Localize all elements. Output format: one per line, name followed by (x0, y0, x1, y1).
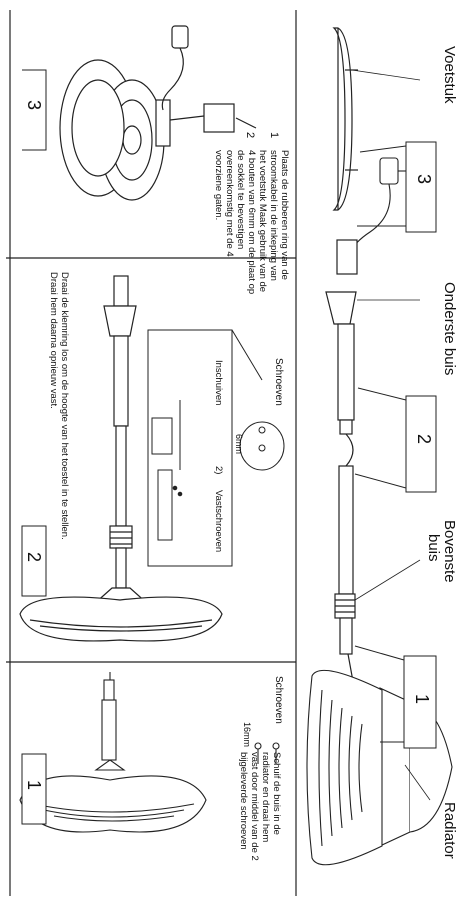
panel-borders (6, 10, 297, 896)
upper-tube-drawing (334, 433, 367, 741)
step-number-1-right: 1 (412, 694, 432, 705)
label-onderste-buis: Onderste buis (441, 282, 458, 376)
screws-label-bottom: Schroeven (273, 676, 284, 724)
screws-16mm-drawing (254, 742, 280, 764)
step-box-2-left (21, 525, 47, 597)
figure-number-2: 2 (244, 132, 256, 139)
step-box-1-left (21, 753, 47, 825)
lower-tube-drawing (325, 239, 358, 435)
tighten-label: Vastschroeven (213, 490, 224, 553)
screws-size-bottom: 16mm (242, 722, 252, 748)
screws-label-top: Schroeven (273, 358, 284, 406)
label-leader-lines (351, 69, 431, 801)
radiator-attach-drawing (19, 672, 207, 833)
step-boxes-right (354, 141, 437, 749)
figure-number-1: 1 (268, 132, 280, 139)
step-number-2-right: 2 (414, 434, 434, 445)
instruction-base: Plaats de rubberen ring van de stroomkab… (213, 150, 290, 295)
step-number-3-right: 3 (414, 174, 434, 185)
step-number-1-left: 1 (24, 780, 44, 791)
label-bovenste-buis-1: Bovenste (441, 520, 458, 583)
screws-size-top: 6mm (234, 434, 244, 454)
step-box-3 (22, 69, 47, 151)
instruction-height: Draai de klemring los om de hoogte van h… (48, 272, 70, 540)
screw-inset-drawing (147, 329, 285, 567)
label-radiator: Radiator (441, 802, 458, 859)
base-plate-drawing (332, 27, 358, 211)
step-mark: 2) (213, 466, 224, 475)
label-voetstuk: Voetstuk (441, 46, 458, 104)
height-adjust-drawing (19, 275, 223, 642)
step-number-2-left: 2 (24, 552, 44, 563)
radiator-drawing (306, 669, 453, 866)
label-bovenste-buis-2: buis (425, 534, 442, 562)
insert-label: Inschuiven (213, 360, 224, 406)
base-assembly-drawing (59, 25, 257, 201)
instruction-radiator: Schuif de buis in de radiator en draai h… (238, 752, 282, 861)
step-number-3-left: 3 (24, 100, 44, 111)
